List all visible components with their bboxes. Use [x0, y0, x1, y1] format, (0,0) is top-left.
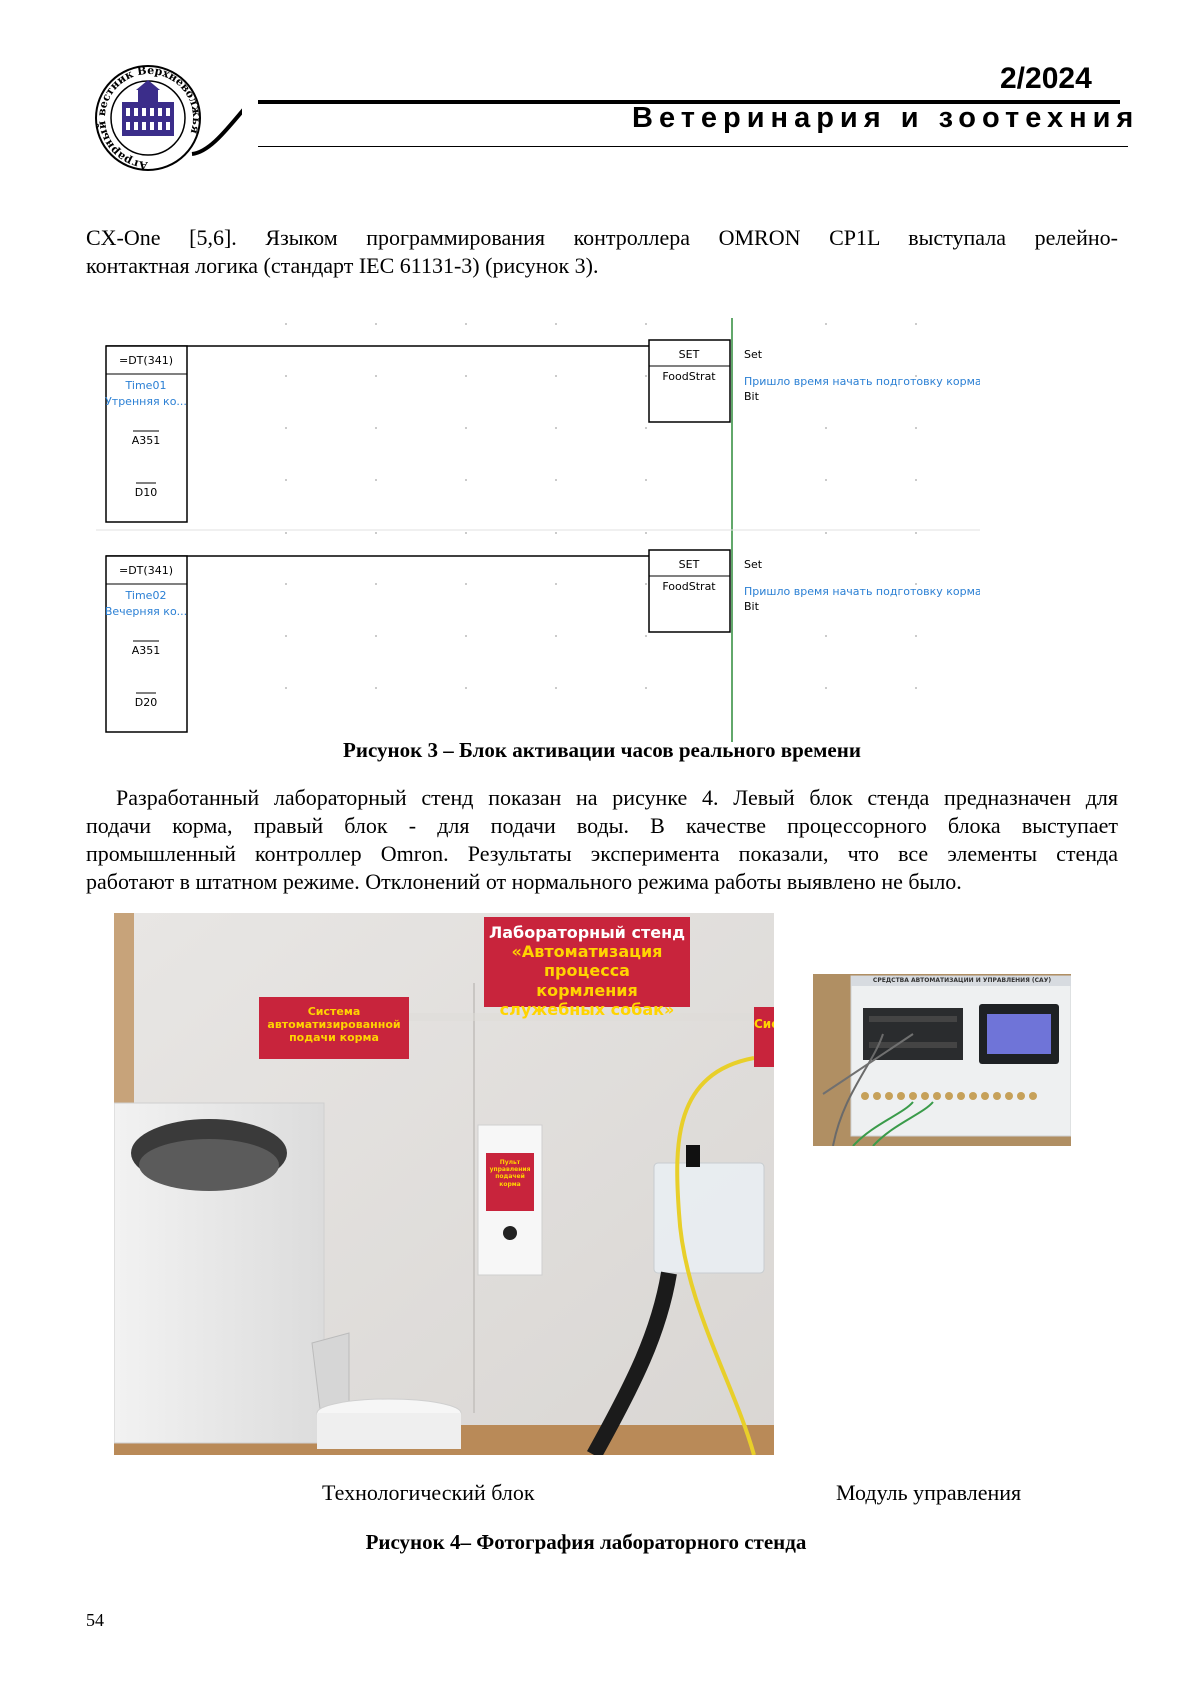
text-line: подачи корма, правый блок - для подачи в… — [86, 812, 1118, 840]
module-banner: СРЕДСТВА АВТОМАТИЗАЦИИ И УПРАВЛЕНИЯ (САУ… — [855, 977, 1069, 984]
sign-line: кормления служебных собак» — [484, 981, 690, 1019]
output-comment: Пришло время начать подготовку корма — [744, 375, 980, 388]
text-line: CX-One [5,6]. Языком программирования ко… — [86, 224, 1118, 252]
output-type: Bit — [744, 600, 760, 613]
sign-line: Пульт — [486, 1159, 534, 1166]
sign-line: «Автоматизация процесса — [484, 942, 690, 980]
sign-stand-title: Лабораторный стенд «Автоматизация процес… — [484, 917, 690, 1007]
sign-feed-system: Система автоматизированной подачи корма — [259, 997, 409, 1059]
text-line: контактная логика (стандарт IEC 61131-3)… — [86, 252, 1118, 280]
set-operand: FoodStrat — [662, 370, 716, 383]
output-type: Bit — [744, 390, 760, 403]
journal-title: Ветеринария и зоотехния — [632, 102, 1132, 135]
photo-control-module: СРЕДСТВА АВТОМАТИЗАЦИИ И УПРАВЛЕНИЯ (САУ… — [813, 974, 1071, 1146]
photo-technological-block: Лабораторный стенд «Автоматизация процес… — [114, 913, 774, 1455]
ladder-rung: =DT(341) Time02 Вечерняя ко... A351 D20 … — [105, 550, 980, 732]
text-line: работают в штатном режиме. Отклонений от… — [86, 868, 1118, 896]
journal-logo: Аграрный вестник Верхневолжья — [92, 62, 242, 182]
time-comment: Вечерняя ко... — [105, 605, 187, 618]
operand-a: A351 — [132, 434, 161, 447]
ladder-rung: =DT(341) Time01 Утренняя ко... A351 D10 … — [105, 340, 980, 522]
sign-water-system: Сис — [754, 1007, 774, 1067]
sign-control-panel: Пульт управления подачей корма — [486, 1153, 534, 1211]
operand-d: D20 — [135, 696, 157, 709]
time-variable: Time02 — [125, 589, 167, 602]
set-instruction: SET — [679, 558, 700, 571]
main-paragraph: Разработанный лабораторный стенд показан… — [86, 784, 1118, 896]
sign-line: подачи корма — [259, 1031, 409, 1044]
time-variable: Time01 — [125, 379, 167, 392]
text-line: промышленный контроллер Omron. Результат… — [86, 840, 1118, 868]
intro-paragraph: CX-One [5,6]. Языком программирования ко… — [86, 224, 1118, 280]
page-number: 54 — [86, 1610, 104, 1631]
ladder-diagram: =DT(341) Time01 Утренняя ко... A351 D10 … — [96, 318, 980, 742]
operand-a: A351 — [132, 644, 161, 657]
text-line: Разработанный лабораторный стенд показан… — [86, 784, 1118, 812]
sign-line: Сис — [754, 1017, 774, 1031]
issue-number: 2/2024 — [1000, 62, 1100, 100]
output-title: Set — [744, 348, 763, 361]
set-operand: FoodStrat — [662, 580, 716, 593]
photo-label-right: Модуль управления — [836, 1480, 1021, 1506]
sign-line: Система автоматизированной — [259, 1005, 409, 1031]
operand-d: D10 — [135, 486, 157, 499]
set-instruction: SET — [679, 348, 700, 361]
figure4-caption: Рисунок 4– Фотография лабораторного стен… — [86, 1530, 1086, 1555]
time-comment: Утренняя ко... — [105, 395, 187, 408]
sign-line: управления — [486, 1166, 534, 1173]
output-comment: Пришло время начать подготовку корма — [744, 585, 980, 598]
photo-label-left: Технологический блок — [322, 1480, 535, 1506]
compare-instruction: =DT(341) — [119, 564, 173, 577]
sign-line: подачей корма — [486, 1173, 534, 1187]
output-title: Set — [744, 558, 763, 571]
sign-line: Лабораторный стенд — [484, 923, 690, 942]
header-rule-thin — [258, 146, 1128, 147]
figure3-caption: Рисунок 3 – Блок активации часов реально… — [86, 738, 1118, 763]
compare-instruction: =DT(341) — [119, 354, 173, 367]
